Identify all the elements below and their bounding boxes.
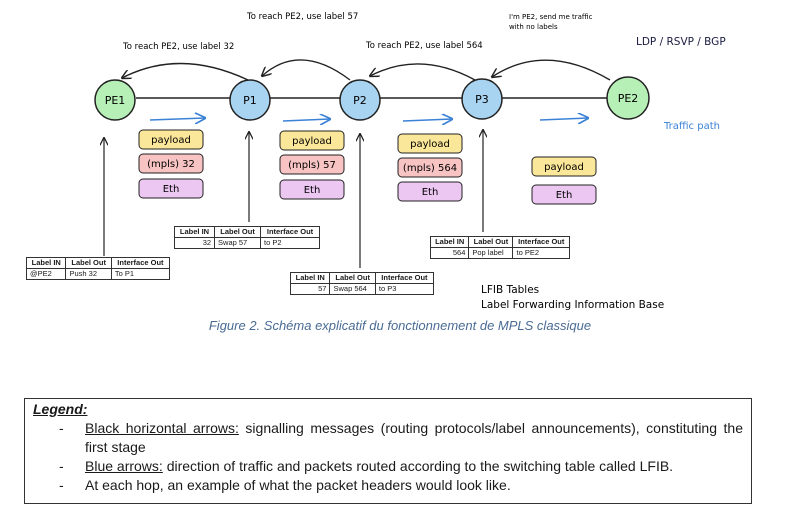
svg-text:(mpls) 564: (mpls) 564 <box>403 163 457 174</box>
traffic-arrow-1 <box>149 118 205 120</box>
node-label-p1: P1 <box>243 94 257 107</box>
packet-hop3: payload (mpls) 564 Eth <box>397 133 463 202</box>
svg-text:Eth: Eth <box>422 187 439 198</box>
svg-text:payload: payload <box>544 162 584 173</box>
legend-item-hop-headers: At each hop, an example of what the pack… <box>33 476 743 495</box>
node-p2 <box>339 79 381 121</box>
packet-hop2: payload (mpls) 57 Eth <box>279 130 345 200</box>
legend-title: Legend: <box>33 401 88 417</box>
svg-text:Eth: Eth <box>556 190 573 201</box>
legend-box: Legend: Black horizontal arrows: signall… <box>24 398 752 504</box>
signal-text-564: To reach PE2, use label 564 <box>365 41 483 51</box>
mpls-diagram: PE1 P1 P2 P3 PE2 To reach PE2, use label… <box>94 12 726 311</box>
signal-arrow-57 <box>262 59 351 81</box>
node-label-pe2: PE2 <box>618 92 639 105</box>
signal-text-32: To reach PE2, use label 32 <box>122 42 234 52</box>
lfib-title-line1: LFIB Tables <box>481 284 539 296</box>
lfib-title-line2: Label Forwarding Information Base <box>481 299 664 311</box>
node-label-p2: P2 <box>353 94 367 107</box>
svg-text:Eth: Eth <box>304 185 321 196</box>
node-pe2 <box>606 76 650 120</box>
node-pe1 <box>94 79 136 121</box>
node-label-p3: P3 <box>475 93 489 106</box>
svg-text:(mpls) 32: (mpls) 32 <box>147 159 195 170</box>
pe2-msg-line1: I'm PE2, send me traffic <box>509 13 593 21</box>
traffic-arrow-2 <box>282 119 330 121</box>
traffic-arrow-3 <box>402 119 452 121</box>
pe2-msg-line2: with no labels <box>509 23 558 31</box>
signal-arrow-564 <box>370 63 476 81</box>
legend-item-black-arrows: Black horizontal arrows: signalling mess… <box>33 419 743 457</box>
svg-text:payload: payload <box>292 136 332 147</box>
node-p3 <box>461 78 503 120</box>
svg-text:payload: payload <box>151 135 191 146</box>
legend-list: Black horizontal arrows: signalling mess… <box>33 419 743 495</box>
packet-hop4: payload Eth <box>531 156 597 205</box>
svg-text:(mpls) 57: (mpls) 57 <box>288 160 336 171</box>
figure-caption: Figure 2. Schéma explicatif du fonctionn… <box>208 318 592 333</box>
svg-text:payload: payload <box>410 139 450 150</box>
traffic-arrow-4 <box>539 118 588 120</box>
signal-arrow-nolabel <box>492 59 611 81</box>
node-label-pe1: PE1 <box>105 94 126 107</box>
signal-arrow-32 <box>122 62 249 81</box>
traffic-path-label: Traffic path <box>663 121 720 132</box>
protocols-label: LDP / RSVP / BGP <box>636 36 726 48</box>
signal-text-57: To reach PE2, use label 57 <box>246 12 358 22</box>
legend-item-blue-arrows: Blue arrows: direction of traffic and pa… <box>33 457 743 476</box>
svg-text:Eth: Eth <box>163 184 180 195</box>
packet-hop1: payload (mpls) 32 Eth <box>138 129 204 199</box>
node-p1 <box>229 79 271 121</box>
